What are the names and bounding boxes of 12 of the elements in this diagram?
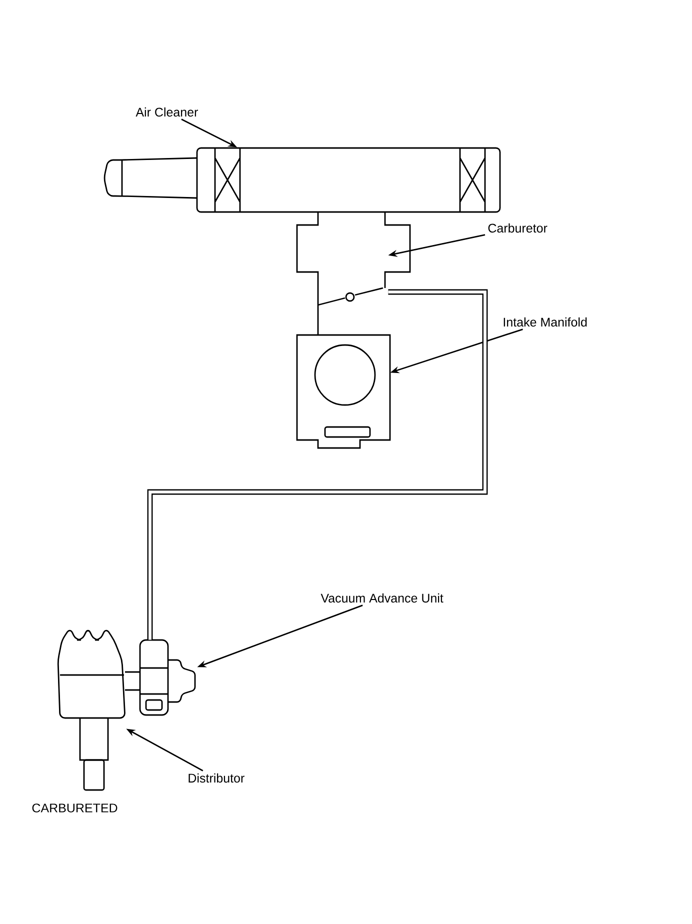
- part-label: Distributor: [188, 773, 244, 783]
- part-label: Air Cleaner: [136, 107, 198, 117]
- air-cleaner-drawing: [104, 147, 501, 213]
- part-label: Intake Manifold: [504, 317, 587, 327]
- intake-manifold-drawing: [296, 334, 391, 449]
- caption: CARBURETED: [32, 804, 118, 812]
- carburetor-drawing: [296, 212, 411, 335]
- distributor-drawing: [57, 630, 141, 791]
- vacuum-advance-unit-drawing: [139, 639, 196, 716]
- part-label: Carburetor: [488, 223, 548, 233]
- vacuum-hose: [147, 289, 488, 640]
- part-label: Vacuum Advance Unit: [320, 593, 444, 603]
